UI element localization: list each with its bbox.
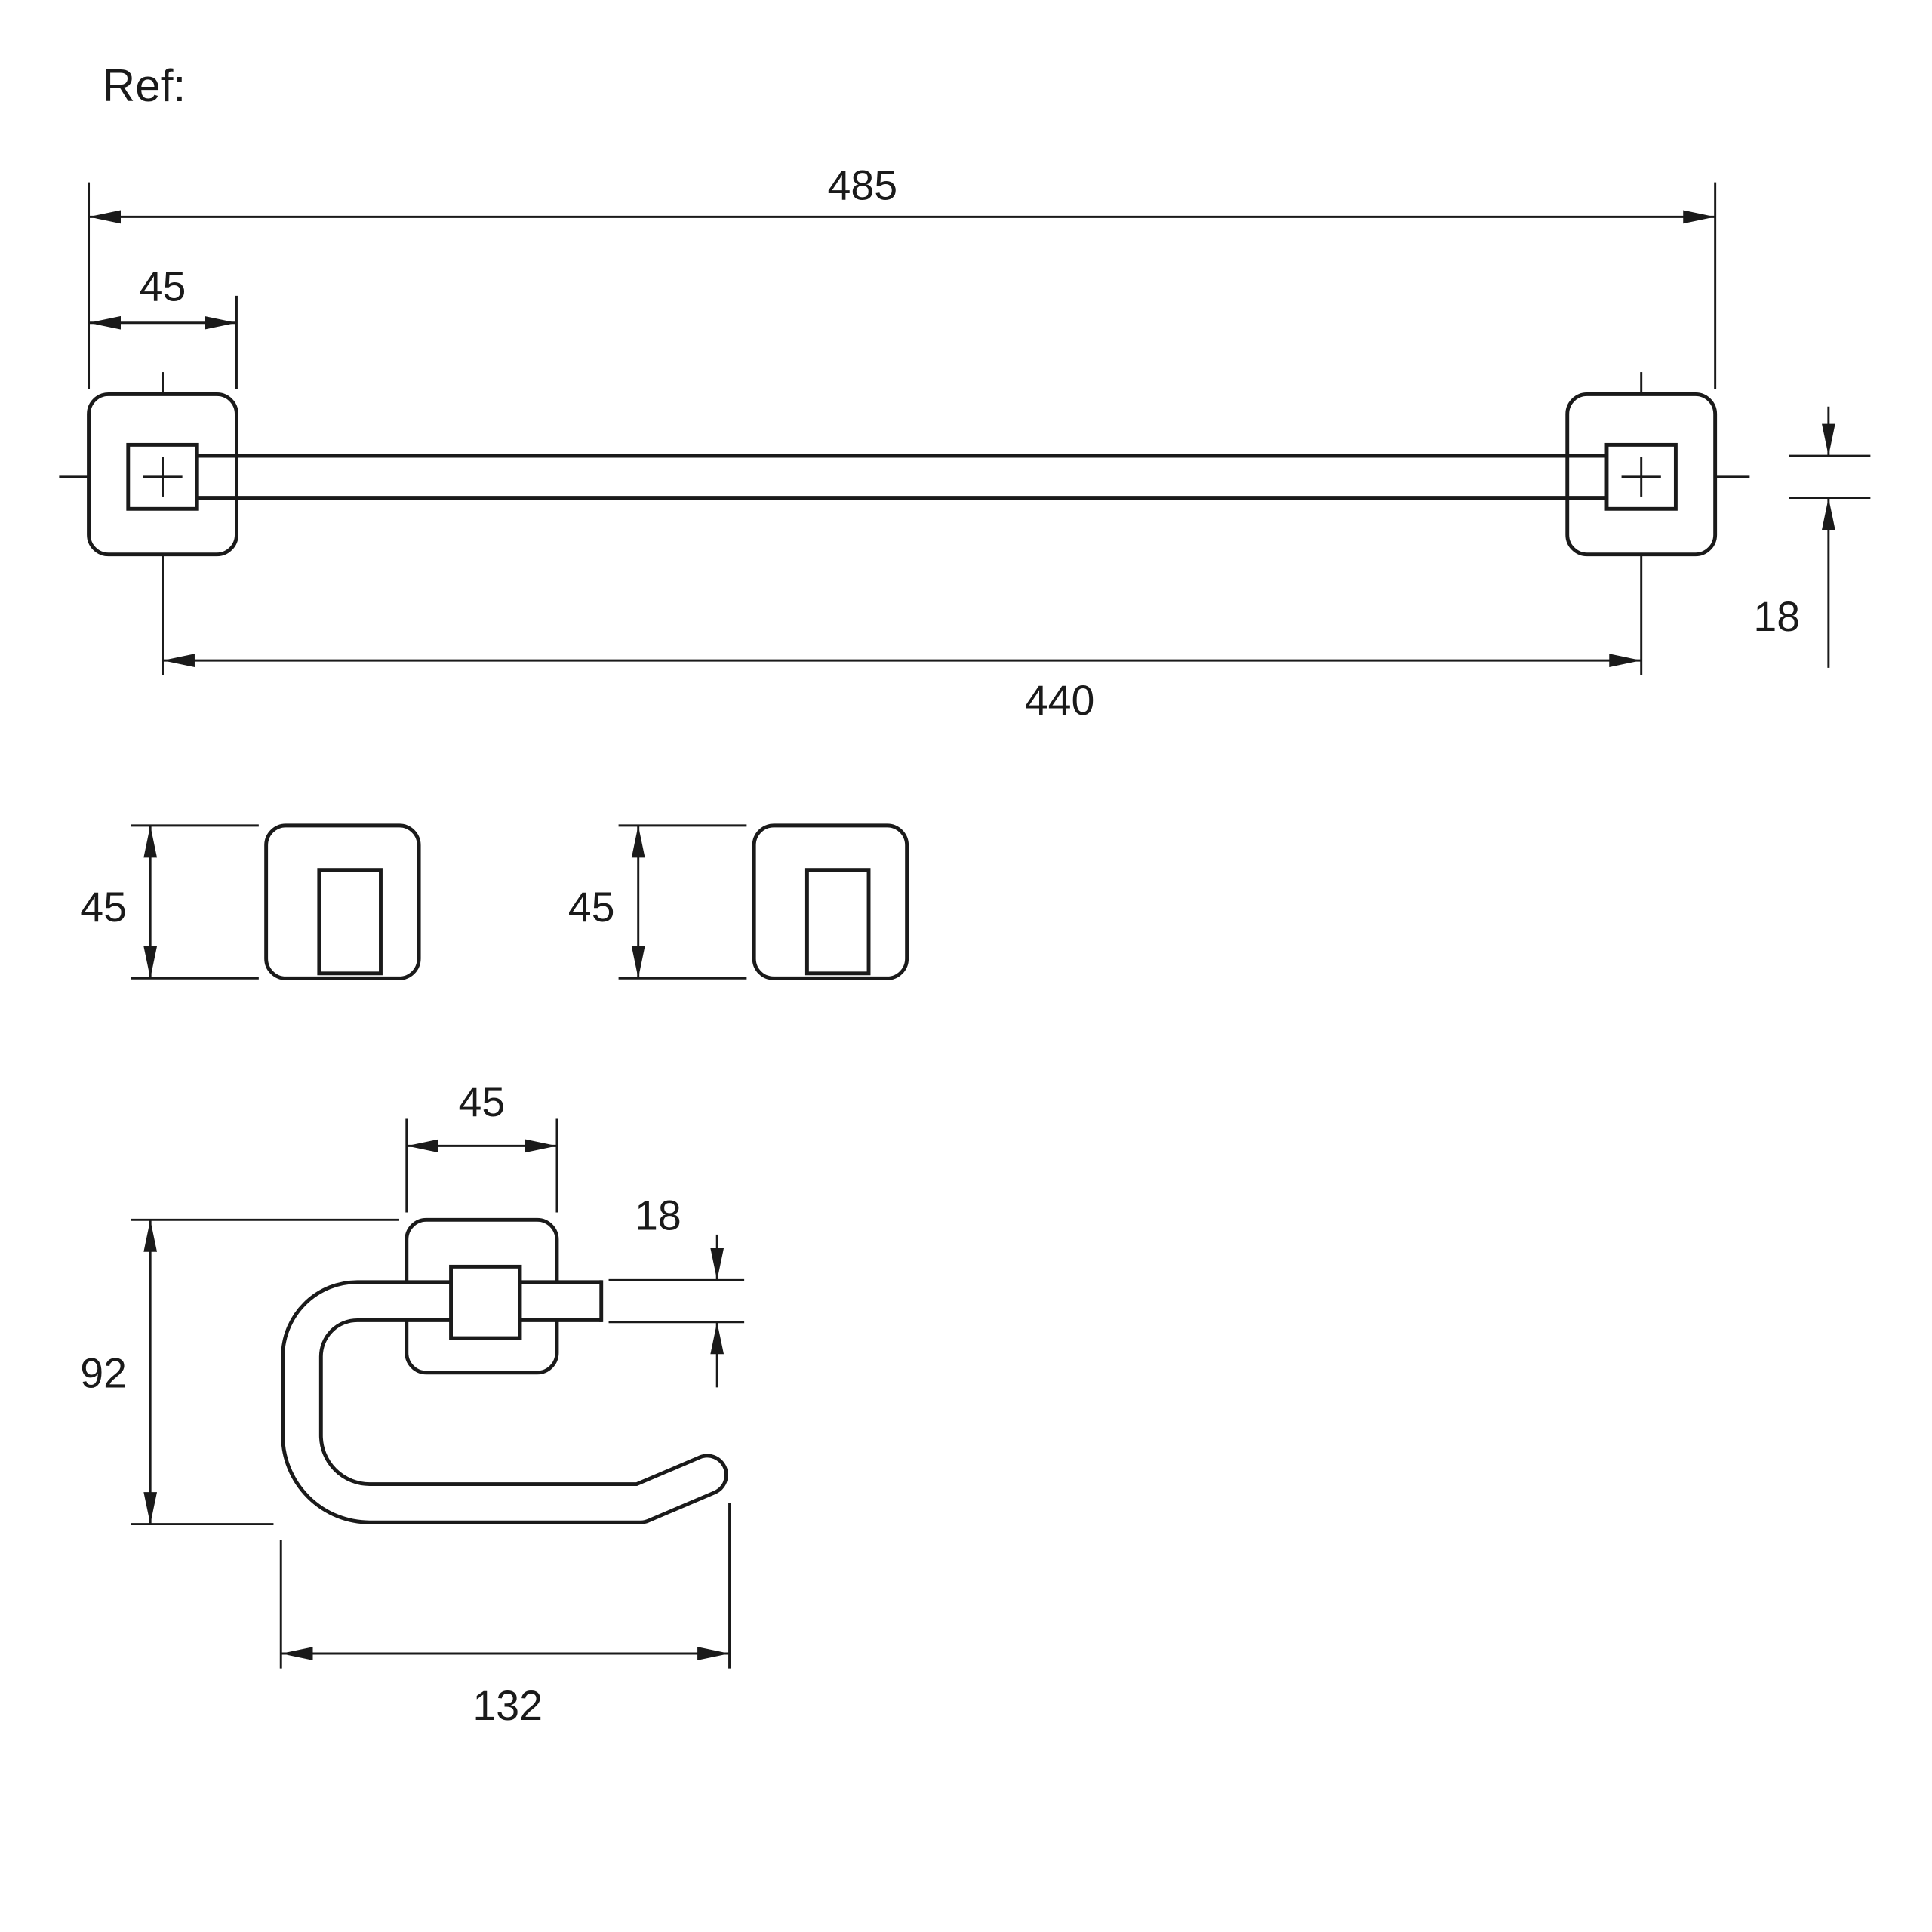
- dimension-hook-left-size: 45: [80, 824, 259, 980]
- ref-label: Ref:: [103, 60, 186, 111]
- dim-label-132: 132: [472, 1682, 543, 1729]
- dimension-hook-right-size: 45: [568, 824, 747, 980]
- hook-left-peg: [317, 868, 383, 976]
- hook-left-plate: [264, 823, 421, 980]
- hook-right-view: 45: [568, 823, 909, 980]
- centre-cross-left: [143, 457, 183, 497]
- dim-label-440: 440: [1025, 677, 1095, 724]
- dim-label-45-top: 45: [140, 263, 186, 309]
- dimension-fixing-centres: 440: [162, 654, 1641, 724]
- hook-right-peg: [804, 868, 871, 976]
- hook-left-view: 45: [80, 823, 421, 980]
- towel-bar-view: 485 45 18 440: [59, 162, 1871, 724]
- roll-holder-boss: [449, 1264, 522, 1340]
- dimension-bar-thickness: 18: [1753, 406, 1871, 668]
- dim-label-485: 485: [828, 162, 898, 208]
- hook-right-plate: [752, 823, 909, 980]
- dimension-roll-height: 92: [80, 1218, 399, 1526]
- dimension-roll-bar-thickness: 18: [608, 1192, 745, 1388]
- dim-label-92: 92: [80, 1349, 127, 1396]
- dimension-overall-width: 485: [88, 162, 1717, 389]
- dimension-roll-bracket-width: 45: [405, 1078, 558, 1213]
- dim-label-45-roll: 45: [459, 1078, 506, 1125]
- dimension-roll-width: 132: [279, 1503, 731, 1729]
- dim-label-45-hook-right: 45: [568, 884, 615, 931]
- centre-cross-right: [1621, 457, 1661, 497]
- dim-label-18-roll: 18: [635, 1192, 681, 1238]
- dim-label-45-hook-left: 45: [80, 884, 127, 931]
- centrelines: [59, 372, 1750, 675]
- roll-holder-view: 45 18 92: [80, 1078, 745, 1729]
- roll-holder-wire-arm: [281, 1272, 728, 1524]
- dim-label-18-bar: 18: [1753, 593, 1800, 640]
- dimension-bracket-width: 45: [88, 263, 238, 389]
